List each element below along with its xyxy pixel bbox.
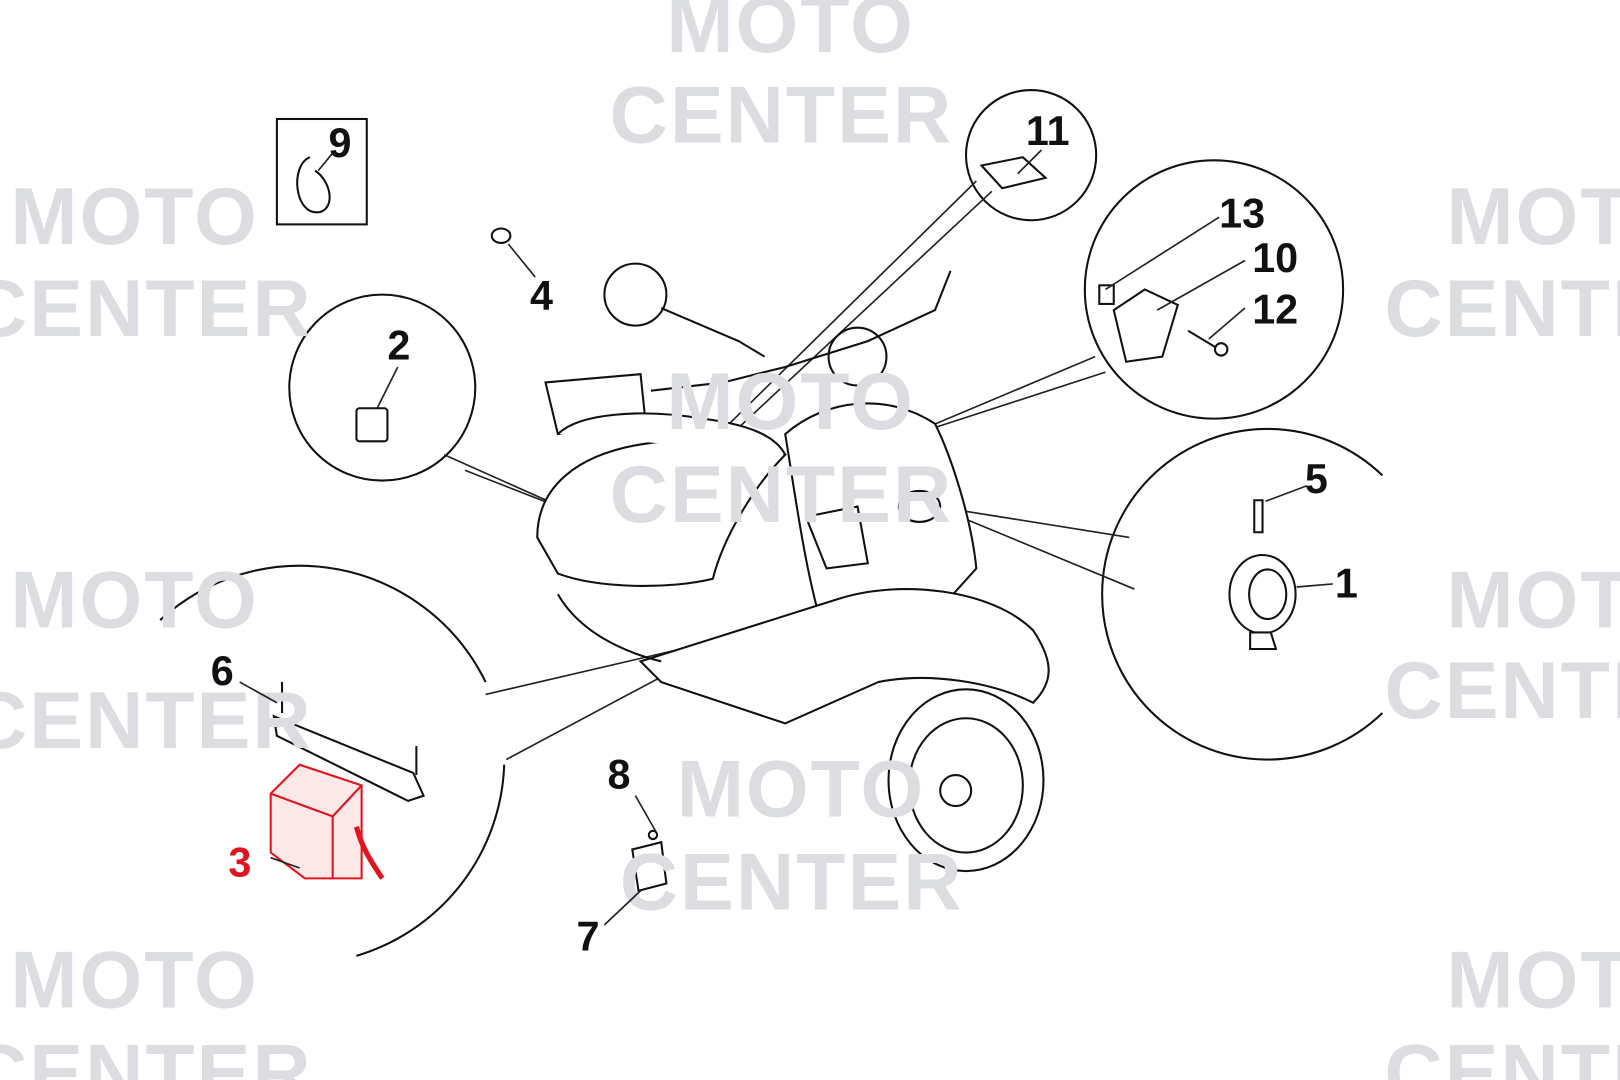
- scooter-illustration: [536, 262, 1050, 873]
- watermark-text: CENTER: [0, 676, 313, 766]
- watermark-text: MOTO: [10, 936, 259, 1026]
- label-12[interactable]: 12: [1252, 287, 1298, 333]
- label-4[interactable]: 4: [530, 273, 553, 319]
- watermark-text: CENTER: [1384, 264, 1620, 354]
- watermark-text: MOTO: [10, 172, 259, 262]
- label-9[interactable]: 9: [329, 120, 352, 166]
- watermark-text: CENTER: [0, 264, 313, 354]
- watermark-text: MOTO: [1446, 936, 1620, 1026]
- part-labels: 9 11 13 10 12 4 2 5 1 6 8 3 7: [211, 108, 1358, 960]
- label-13[interactable]: 13: [1219, 190, 1265, 236]
- label-10[interactable]: 10: [1252, 235, 1298, 281]
- label-7[interactable]: 7: [577, 914, 600, 960]
- label-5[interactable]: 5: [1305, 456, 1328, 502]
- part-2-relay[interactable]: [355, 407, 389, 443]
- watermark-text: CENTER: [620, 837, 964, 927]
- callout-circles: [159, 89, 1384, 957]
- part-7-relay[interactable]: [631, 829, 668, 893]
- watermark-text: MOTO: [666, 0, 915, 70]
- part-11-pad[interactable]: [979, 156, 1048, 190]
- label-11[interactable]: 11: [1026, 108, 1070, 154]
- watermark-text: CENTER: [610, 71, 954, 161]
- part-6-bracket[interactable]: [272, 682, 426, 802]
- part-4-nut[interactable]: [490, 227, 512, 244]
- label-6[interactable]: 6: [211, 648, 234, 694]
- leader-lines: [239, 149, 1333, 926]
- label-1[interactable]: 1: [1335, 560, 1358, 606]
- label-8[interactable]: 8: [607, 751, 630, 797]
- watermark-text: CENTER: [1384, 1028, 1620, 1080]
- label-2[interactable]: 2: [387, 323, 410, 369]
- part-10-relay[interactable]: [1098, 284, 1229, 363]
- part-1-horn[interactable]: [1228, 499, 1297, 651]
- part-3-battery[interactable]: [269, 763, 385, 880]
- watermark-text: MOTO: [10, 555, 259, 645]
- part-9-box[interactable]: [275, 117, 368, 226]
- watermark-text: CENTER: [0, 1028, 313, 1080]
- watermark-text: MOTO: [1446, 555, 1620, 645]
- watermark-text: CENTER: [1384, 646, 1620, 736]
- watermark-text: MOTO: [1446, 172, 1620, 262]
- label-3-highlighted[interactable]: 3: [228, 839, 251, 885]
